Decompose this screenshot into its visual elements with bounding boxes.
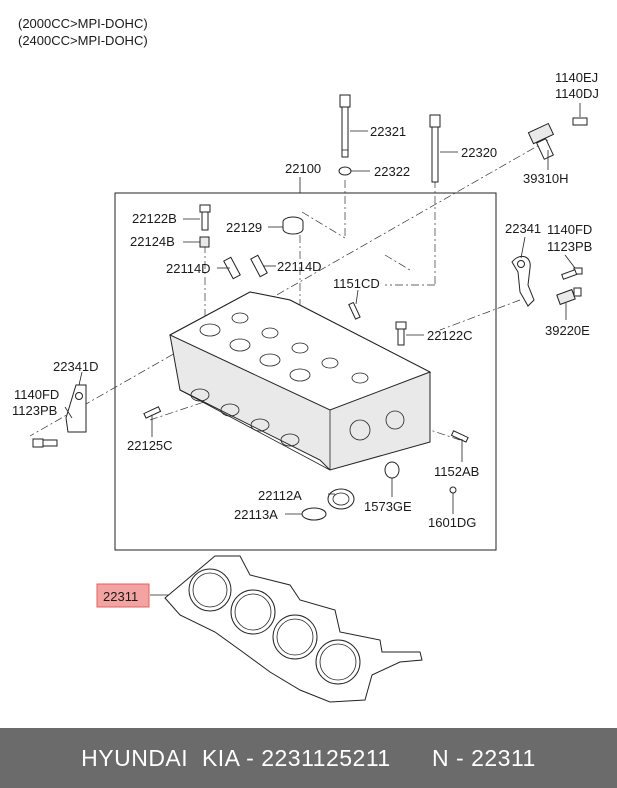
stud-22125c <box>143 406 162 419</box>
head-bolt-22321 <box>339 94 351 158</box>
plug-22129 <box>282 216 304 235</box>
footer-bar: HYUNDAI KIA - 2231125211 N - 22311 <box>0 728 617 788</box>
engine-spec-2400cc: (2400CC>MPI-DOHC) <box>18 33 148 48</box>
part-label-22125c: 22125C <box>127 438 173 453</box>
part-label-1123pb-left: 1123PB <box>12 403 57 418</box>
bracket-22341 <box>511 255 535 307</box>
part-label-1123pb-right: 1123PB <box>547 239 592 254</box>
part-label-1601dg: 1601DG <box>428 515 476 530</box>
part-label-22311: 22311 <box>103 589 138 604</box>
part-label-1140fd-right: 1140FD <box>547 222 592 237</box>
part-label-22114d-left: 22114D <box>166 261 211 276</box>
bolt-22122c <box>395 321 407 346</box>
leader-lines <box>64 103 581 596</box>
pin-22114d-left <box>223 256 241 280</box>
part-label-1140fd-left: 1140FD <box>14 387 59 402</box>
part-label-22100: 22100 <box>285 161 321 176</box>
seal-22112a <box>327 488 355 510</box>
bolt-1140fd-right <box>561 267 583 280</box>
parts-diagram: (2000CC>MPI-DOHC) (2400CC>MPI-DOHC) <box>12 16 599 703</box>
highlight-box-22311 <box>96 583 150 608</box>
part-label-22122b: 22122B <box>132 211 177 226</box>
part-label-22341: 22341 <box>505 221 541 236</box>
part-label-39220e: 39220E <box>545 323 590 338</box>
cylinder-head-22100 <box>168 291 432 471</box>
head-bolt-22320 <box>429 114 441 183</box>
knock-sensor-39220e <box>556 287 582 306</box>
part-label-1152ab: 1152AB <box>434 464 479 479</box>
part-label-22129: 22129 <box>226 220 262 235</box>
washer-22322 <box>338 166 352 176</box>
assembly-frame <box>114 192 497 551</box>
part-label-22124b: 22124B <box>130 234 175 249</box>
part-label-22322: 22322 <box>374 164 410 179</box>
part-label-22320: 22320 <box>461 145 497 160</box>
part-label-22113a: 22113A <box>234 507 278 522</box>
bolt-1140fd-left <box>32 438 58 448</box>
part-label-22321: 22321 <box>370 124 406 139</box>
plug-1601dg <box>449 486 457 494</box>
part-label-1573ge: 1573GE <box>364 499 412 514</box>
ring-22113a <box>301 507 327 521</box>
bracket-22341d <box>65 384 87 433</box>
part-label-22112a: 22112A <box>258 488 302 503</box>
seal-1573ge <box>384 461 400 479</box>
part-label-22114d-right: 22114D <box>277 259 322 274</box>
stud-1151cd <box>348 301 361 320</box>
engine-spec-2000cc: (2000CC>MPI-DOHC) <box>18 16 148 31</box>
part-label-1140dj: 1140DJ <box>555 86 599 101</box>
pin-22114d-right <box>250 254 268 278</box>
part-label-39310h: 39310H <box>523 171 569 186</box>
part-label-1140ej: 1140EJ <box>555 70 598 85</box>
part-label-22122c: 22122C <box>427 328 473 343</box>
dowel-22124b <box>199 236 210 248</box>
stud-1152ab <box>450 430 469 443</box>
bolt-22122b <box>199 204 211 231</box>
part-label-1151cd: 1151CD <box>333 276 380 291</box>
head-gasket-22311 <box>164 555 423 703</box>
footer-part-number: HYUNDAI KIA - 2231125211 N - 22311 <box>81 744 536 771</box>
cam-position-sensor-39310h <box>527 117 588 160</box>
part-label-22341d: 22341D <box>53 359 99 374</box>
